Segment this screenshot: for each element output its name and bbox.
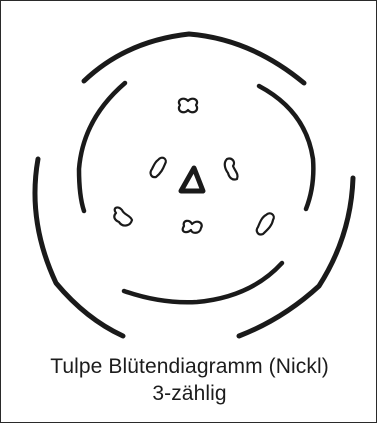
caption-subtitle: 3-zählig [1, 381, 377, 407]
inner-tepal-upper-right [259, 86, 313, 209]
inner-tepal-upper-left [79, 83, 125, 211]
ovary-triangle [181, 168, 203, 191]
stamen-inner-left [151, 158, 166, 177]
inner-tepal-bottom [124, 263, 282, 302]
outer-tepal-right [239, 178, 353, 336]
caption-title: Tulpe Blütendiagramm (Nickl) [1, 354, 377, 380]
stamen-outer-left [114, 207, 132, 225]
outer-tepal-top [84, 34, 304, 83]
stamen-inner-bottom [183, 221, 202, 233]
stamen-outer-right [257, 213, 274, 234]
stamen-inner-right [225, 159, 238, 180]
stamen-outer-top [179, 99, 197, 113]
floral-diagram [1, 1, 377, 346]
